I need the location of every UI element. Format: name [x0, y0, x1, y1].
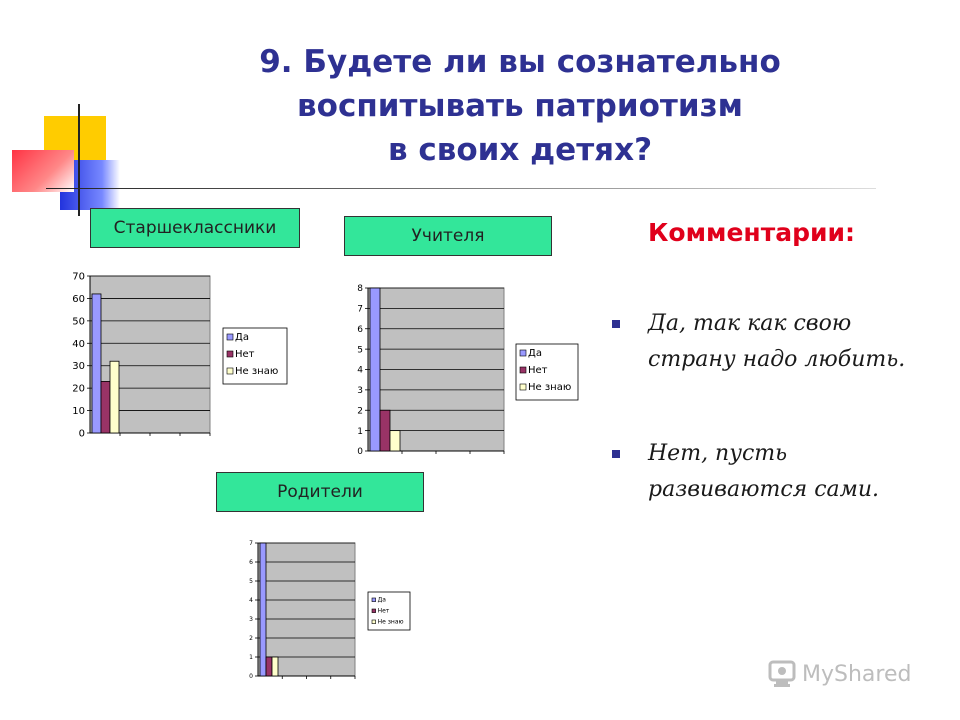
chart-label-students: Старшеклассники	[90, 208, 300, 248]
bar-net	[265, 656, 273, 677]
y-tick-label: 8	[357, 284, 363, 294]
chart-label-parents: Родители	[216, 472, 424, 512]
legend-box	[515, 343, 579, 401]
legend-box	[222, 327, 288, 385]
y-tick-label: 7	[249, 540, 253, 547]
comments-heading: Комментарии:	[648, 218, 855, 247]
legend-label-net: Нет	[235, 349, 255, 360]
y-tick-label: 6	[249, 559, 253, 566]
bar-ne-znayu	[109, 360, 120, 434]
bullet-text: Да, так как свою страну надо любить.	[648, 311, 906, 372]
legend-swatch-da	[226, 333, 234, 341]
watermark-text: MyShared	[802, 662, 911, 687]
legend-swatch-da	[371, 597, 376, 602]
title-line: в своих детях?	[387, 132, 653, 168]
bar-da	[369, 287, 381, 452]
bar-da	[259, 542, 267, 677]
bullet-marker	[612, 450, 620, 458]
legend-label-da: Да	[528, 348, 542, 359]
myshared-logo: MyShared	[768, 660, 911, 687]
y-tick-label: 3	[249, 616, 253, 623]
page-title: 9. Будете ли вы сознательно воспитывать …	[200, 40, 840, 172]
chart-label-teachers: Учителя	[344, 216, 552, 256]
legend-label-net: Нет	[378, 608, 390, 615]
title-line: 9. Будете ли вы сознательно	[259, 44, 781, 80]
y-tick-label: 0	[357, 447, 363, 457]
y-tick-label: 0	[249, 673, 253, 680]
legend-label-net: Нет	[528, 365, 548, 376]
y-tick-label: 50	[72, 316, 85, 327]
legend-swatch-net	[519, 366, 527, 374]
plot-area	[257, 542, 356, 677]
legend-swatch-ne-znayu	[371, 619, 376, 624]
y-tick-label: 20	[72, 384, 85, 395]
legend-swatch-net	[226, 350, 234, 358]
y-tick-label: 5	[357, 345, 363, 355]
y-tick-label: 10	[72, 406, 85, 417]
y-tick-label: 70	[72, 272, 85, 283]
legend-label-da: Да	[378, 597, 387, 604]
legend-label-da: Да	[235, 332, 249, 343]
y-tick-label: 6	[357, 325, 363, 335]
y-tick-label: 3	[357, 386, 363, 396]
y-tick-label: 1	[249, 654, 253, 661]
bar-da	[91, 293, 102, 434]
y-tick-label: 30	[72, 361, 85, 372]
bar-net	[379, 409, 391, 452]
legend-swatch-ne-znayu	[226, 367, 234, 375]
y-tick-label: 2	[249, 635, 253, 642]
legend-swatch-ne-znayu	[519, 383, 527, 391]
legend-label-ne-znayu: Не знаю	[378, 619, 404, 626]
legend-swatch-da	[519, 349, 527, 357]
decor-red-square	[12, 150, 74, 192]
y-tick-label: 1	[357, 427, 363, 437]
y-tick-label: 4	[249, 597, 253, 604]
bullet-text: Нет, пусть развиваются сами.	[648, 441, 880, 502]
bar-ne-znayu	[271, 656, 279, 677]
bar-ne-znayu	[389, 430, 401, 452]
y-tick-label: 2	[357, 406, 363, 416]
legend-label-ne-znayu: Не знаю	[528, 382, 571, 393]
y-tick-label: 40	[72, 339, 85, 350]
bullet-item: Нет, пусть развиваются сами.	[612, 436, 912, 516]
legend-label-ne-znayu: Не знаю	[235, 366, 278, 377]
title-line: воспитывать патриотизм	[297, 88, 743, 124]
y-tick-label: 4	[357, 366, 363, 376]
bar-net	[100, 381, 111, 434]
y-tick-label: 5	[249, 578, 253, 585]
legend-swatch-net	[371, 608, 376, 613]
decor-vertical-line	[78, 104, 80, 216]
bullet-marker	[612, 320, 620, 328]
y-tick-label: 60	[72, 294, 85, 305]
y-tick-label: 7	[357, 305, 363, 315]
decor-horizontal-line	[46, 188, 876, 189]
bullet-item: Да, так как свою страну надо любить.	[612, 306, 912, 386]
y-tick-label: 0	[79, 429, 85, 440]
